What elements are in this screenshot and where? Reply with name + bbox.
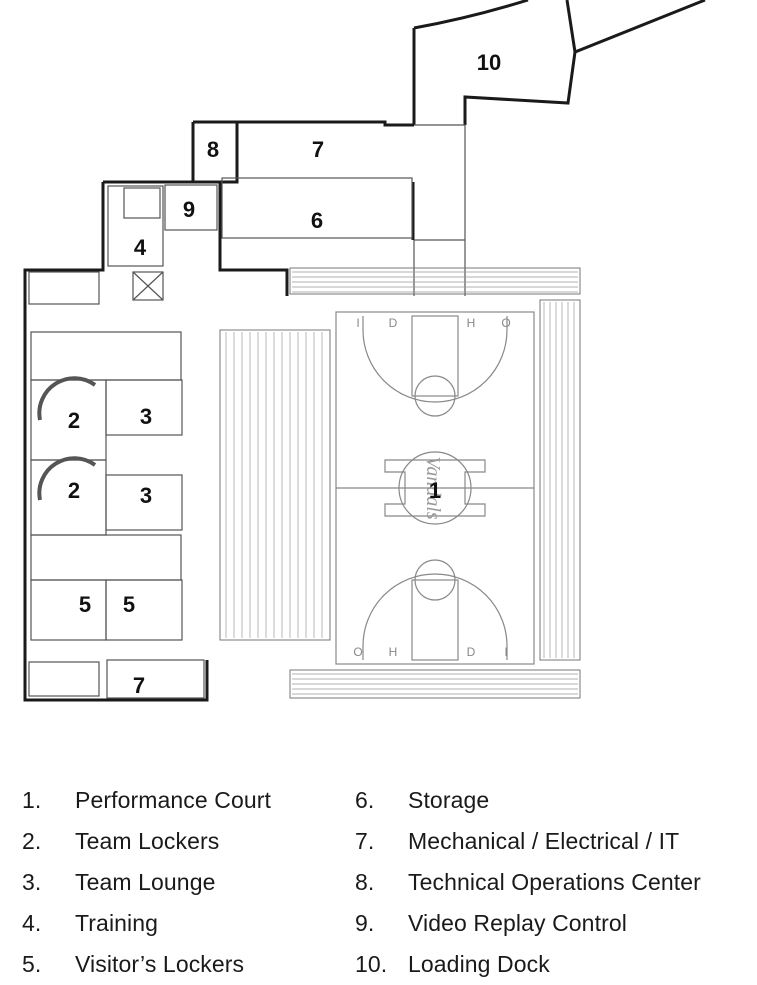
legend-label: Technical Operations Center [408,869,701,895]
legend-number: 6. [355,787,375,813]
room-4 [107,185,164,267]
legend-number: 9. [355,910,375,936]
room-label-7a: 7 [312,137,324,162]
legend-column-left: 1. Performance Court 2. Team Lockers 3. Tea… [22,780,271,985]
legend-label: Storage [408,787,490,813]
court-letter-i-top: I [356,316,359,330]
legend-number: 3. [22,869,42,895]
floor-plan: Vandals I D H O O H D I 1 2 2 3 3 4 5 5 … [23,0,706,702]
legend-number: 8. [355,869,375,895]
court-logo: Vandals [422,456,444,520]
elevator [132,271,164,301]
south-bleachers [289,669,581,699]
locker-area-bottom [30,534,182,581]
legend-item: 2. Team Lockers [22,821,271,862]
legend-item: 10. Loading Dock [355,944,701,985]
legend-number: 10. [355,951,388,977]
visitor-lockers-a [30,579,107,641]
room-label-9: 9 [183,197,195,222]
legend-number: 1. [22,787,42,813]
legend-label: Visitor’s Lockers [75,951,245,977]
room-label-2a: 2 [68,408,80,433]
loading-dock-outline [412,0,706,125]
court-letter-i-bottom: I [504,645,507,659]
court-letter-h-top: H [467,316,476,330]
legend-number: 2. [22,828,42,854]
room-label-10: 10 [477,50,501,75]
training-tub [123,187,161,219]
legend-label: Loading Dock [408,951,550,977]
court-letter-h-bottom: H [389,645,398,659]
legend-item: 1. Performance Court [22,780,271,821]
room-label-6: 6 [311,208,323,233]
room-label-8: 8 [207,137,219,162]
room-label-1: 1 [429,478,441,503]
legend-column-right: 6. Storage 7. Mechanical / Electrical / IT… [355,780,701,985]
legend-item: 7. Mechanical / Electrical / IT [355,821,701,862]
east-bleachers [539,299,581,661]
visitor-lockers-b [105,579,183,641]
room-label-7b: 7 [133,673,145,698]
legend-label: Mechanical / Electrical / IT [408,828,680,854]
legend-label: Training [75,910,159,936]
room-9 [164,184,218,231]
room-label-5a: 5 [79,592,91,617]
room-label-2b: 2 [68,478,80,503]
room-label-3a: 3 [140,404,152,429]
stair-top [28,271,100,305]
legend-label: Team Lockers [75,828,220,854]
legend-item: 3. Team Lounge [22,862,271,903]
legend-item: 8. Technical Operations Center [355,862,701,903]
legend-number: 4. [22,910,42,936]
legend-item: 9. Video Replay Control [355,903,701,944]
locker-area-top [30,331,182,381]
room-label-5b: 5 [123,592,135,617]
west-wall-outline [23,310,209,702]
legend-item: 5. Visitor’s Lockers [22,944,271,985]
room-label-4: 4 [134,235,147,260]
legend-label: Video Replay Control [408,910,627,936]
west-bleachers [219,329,331,641]
room-7-bottom [106,659,205,699]
court-letter-d-bottom: D [467,645,476,659]
stair-bottom [28,661,100,697]
court-letter-d-top: D [389,316,398,330]
north-bleachers [289,267,581,295]
storage-room [221,177,413,239]
legend-number: 7. [355,828,375,854]
lounge-3a [105,379,183,436]
legend-number: 5. [22,951,42,977]
legend-item: 6. Storage [355,780,701,821]
legend-item: 4. Training [22,903,271,944]
room-legend: 1. Performance Court 2. Team Lockers 3. Tea… [0,780,757,980]
lounge-3b [105,474,183,531]
court-letter-o-top: O [501,316,510,330]
storage-block-outline [23,180,415,310]
court-letter-o-bottom: O [353,645,362,659]
room-label-3b: 3 [140,483,152,508]
legend-label: Performance Court [75,787,271,813]
performance-court [335,311,535,665]
upper-rooms-outline [191,120,414,184]
legend-label: Team Lounge [75,869,216,895]
